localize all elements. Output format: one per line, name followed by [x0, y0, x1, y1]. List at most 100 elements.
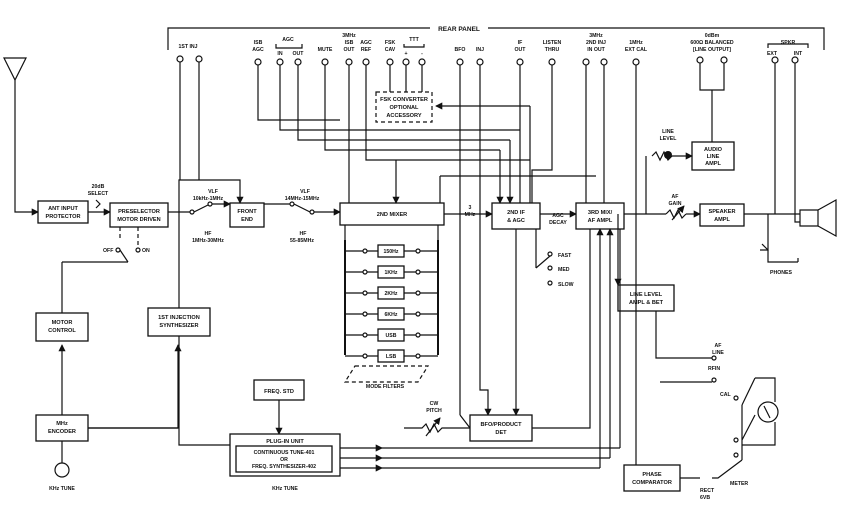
cw-pitch-pot: CW PITCH	[404, 401, 470, 437]
svg-text:FSK CONVERTER: FSK CONVERTER	[380, 97, 428, 103]
antenna-icon	[3, 57, 39, 216]
mhz-encoder-block: MHz ENCODER	[35, 414, 89, 442]
svg-text:INJ: INJ	[476, 47, 484, 53]
svg-text:CAL: CAL	[720, 392, 731, 398]
svg-text:ISB: ISB	[345, 40, 354, 46]
band-switch-out: VLF 14MHz-15MHz HF 55-85MHz	[264, 189, 341, 244]
svg-text:1ST INJ: 1ST INJ	[178, 44, 197, 50]
rear-jack-ext-cal: 1MHz EXT CAL	[625, 40, 648, 465]
svg-text:FREQ. SYNTHESIZER-402: FREQ. SYNTHESIZER-402	[252, 464, 316, 470]
svg-text:CONTROL: CONTROL	[48, 328, 76, 334]
motor-control-block: MOTOR CONTROL	[35, 312, 89, 342]
front-end-block: FRONT END	[229, 202, 265, 228]
svg-text:SELECT: SELECT	[88, 191, 109, 197]
svg-text:FAST: FAST	[558, 253, 572, 259]
svg-text:EXT CAL: EXT CAL	[625, 47, 648, 53]
svg-text:+: +	[404, 51, 407, 57]
svg-text:MOTOR DRIVEN: MOTOR DRIVEN	[117, 217, 160, 223]
svg-text:10kHz-1MHz: 10kHz-1MHz	[193, 196, 224, 202]
mode-filters-group: 150Hz 1KHz 2KHz 6KHz USB	[343, 225, 439, 390]
svg-text:AF: AF	[672, 194, 679, 200]
svg-text:MOTOR: MOTOR	[52, 320, 73, 326]
speaker-ampl-block: SPEAKER AMPL	[699, 203, 745, 227]
second-mixer-block: 2ND MIXER	[339, 202, 445, 226]
svg-text:LSB: LSB	[386, 354, 397, 360]
rear-jack-mute: MUTE	[318, 47, 500, 151]
svg-text:PHONES: PHONES	[770, 270, 792, 276]
speaker-icon	[799, 198, 837, 238]
svg-text:EXT: EXT	[767, 51, 778, 57]
svg-text:BFO/PRODUCT: BFO/PRODUCT	[480, 422, 522, 428]
svg-text:DECAY: DECAY	[549, 220, 567, 226]
rear-jack-if-out: IF OUT	[515, 40, 526, 203]
filter-2khz: 2KHz	[345, 286, 438, 300]
svg-text:1MHz-30MHz: 1MHz-30MHz	[192, 238, 224, 244]
svg-text:ACCESSORY: ACCESSORY	[386, 113, 421, 119]
svg-text:2ND INJ: 2ND INJ	[586, 40, 606, 46]
bfo-product-det-block: BFO/PRODUCT DET	[469, 414, 533, 442]
svg-text:VLF: VLF	[208, 189, 218, 195]
svg-text:AMPL & BET: AMPL & BET	[629, 300, 664, 306]
svg-text:CONTINUOUS TUNE-401: CONTINUOUS TUNE-401	[254, 450, 315, 456]
rear-jack-ttt: TTT + -	[402, 37, 426, 92]
svg-text:PHASE: PHASE	[642, 472, 662, 478]
svg-text:PROTECTOR: PROTECTOR	[45, 214, 80, 220]
rear-jack-1st-inj: 1ST INJ	[176, 44, 203, 180]
third-mixer-af-ampl-block: 3RD MIX/ AF AMPL	[575, 202, 625, 230]
mode-filters-caption: MODE FILTERS	[366, 384, 405, 390]
svg-text:KHz TUNE: KHz TUNE	[272, 486, 298, 492]
svg-text:ANT INPUT: ANT INPUT	[48, 206, 78, 212]
phase-comparator-block: PHASE COMPARATOR	[623, 464, 681, 492]
svg-text:LISTEN: LISTEN	[543, 40, 562, 46]
svg-text:FREQ. STD: FREQ. STD	[264, 389, 294, 395]
svg-text:OFF: OFF	[103, 248, 113, 254]
svg-text:1KHz: 1KHz	[385, 270, 398, 276]
band-switch-in: VLF 10kHz-1MHz HF 1MHz-30MHz	[189, 189, 231, 244]
svg-text:THRU: THRU	[545, 47, 560, 53]
rear-jack-speaker: SPKR EXT INT	[767, 40, 809, 64]
svg-text:-: -	[421, 51, 423, 57]
svg-text:SPEAKER: SPEAKER	[708, 209, 735, 215]
rear-jack-agc-ref: AGC REF	[360, 40, 530, 161]
svg-text:CAV: CAV	[385, 47, 396, 53]
svg-text:IF: IF	[518, 40, 523, 46]
svg-text:55-85MHz: 55-85MHz	[290, 238, 314, 244]
svg-text:OUT: OUT	[344, 47, 356, 53]
preselector-block: PRESELECTOR MOTOR DRIVEN	[109, 202, 169, 228]
phones-jack: PHONES	[760, 214, 799, 276]
mhz-tune-knob-icon	[54, 441, 70, 478]
svg-text:INT: INT	[794, 51, 803, 57]
svg-text:3RD MIX/: 3RD MIX/	[588, 210, 613, 216]
svg-text:AMPL: AMPL	[714, 217, 730, 223]
svg-text:RECT: RECT	[700, 488, 715, 494]
filter-150hz: 150Hz	[345, 244, 438, 258]
svg-text:USB: USB	[386, 333, 397, 339]
svg-text:2KHz: 2KHz	[385, 291, 398, 297]
svg-text:AGC: AGC	[252, 47, 264, 53]
svg-text:LINE: LINE	[662, 129, 674, 135]
svg-text:AGC: AGC	[360, 40, 372, 46]
svg-text:3: 3	[469, 205, 472, 211]
freq-std-block: FREQ. STD	[253, 379, 305, 401]
rear-panel-bracket: REAR PANEL	[167, 22, 825, 50]
svg-text:REF: REF	[361, 47, 371, 53]
svg-text:AGC: AGC	[552, 213, 564, 219]
svg-text:IN: IN	[277, 51, 282, 57]
svg-text:TTT: TTT	[409, 37, 419, 43]
svg-text:AMPL: AMPL	[705, 161, 721, 167]
svg-text:1ST INJECTION: 1ST INJECTION	[158, 315, 200, 321]
agc-decay-switch: FAST MED SLOW	[535, 229, 574, 288]
rear-jack-bfo: BFO	[455, 47, 465, 415]
svg-text:ISB: ISB	[254, 40, 263, 46]
svg-text:AF: AF	[715, 343, 722, 349]
svg-text:GAIN: GAIN	[669, 201, 682, 207]
svg-text:METER: METER	[730, 481, 748, 487]
svg-text:6VB: 6VB	[700, 495, 710, 501]
svg-text:600Ω BALANCED: 600Ω BALANCED	[690, 40, 734, 46]
svg-text:KHz TUNE: KHz TUNE	[49, 486, 75, 492]
rear-jack-fsk-cav: FSK CAV	[385, 40, 396, 92]
svg-text:FRONT: FRONT	[237, 209, 257, 215]
svg-text:OPTIONAL: OPTIONAL	[390, 105, 419, 111]
svg-text:VLF: VLF	[300, 189, 310, 195]
svg-text:END: END	[241, 217, 253, 223]
